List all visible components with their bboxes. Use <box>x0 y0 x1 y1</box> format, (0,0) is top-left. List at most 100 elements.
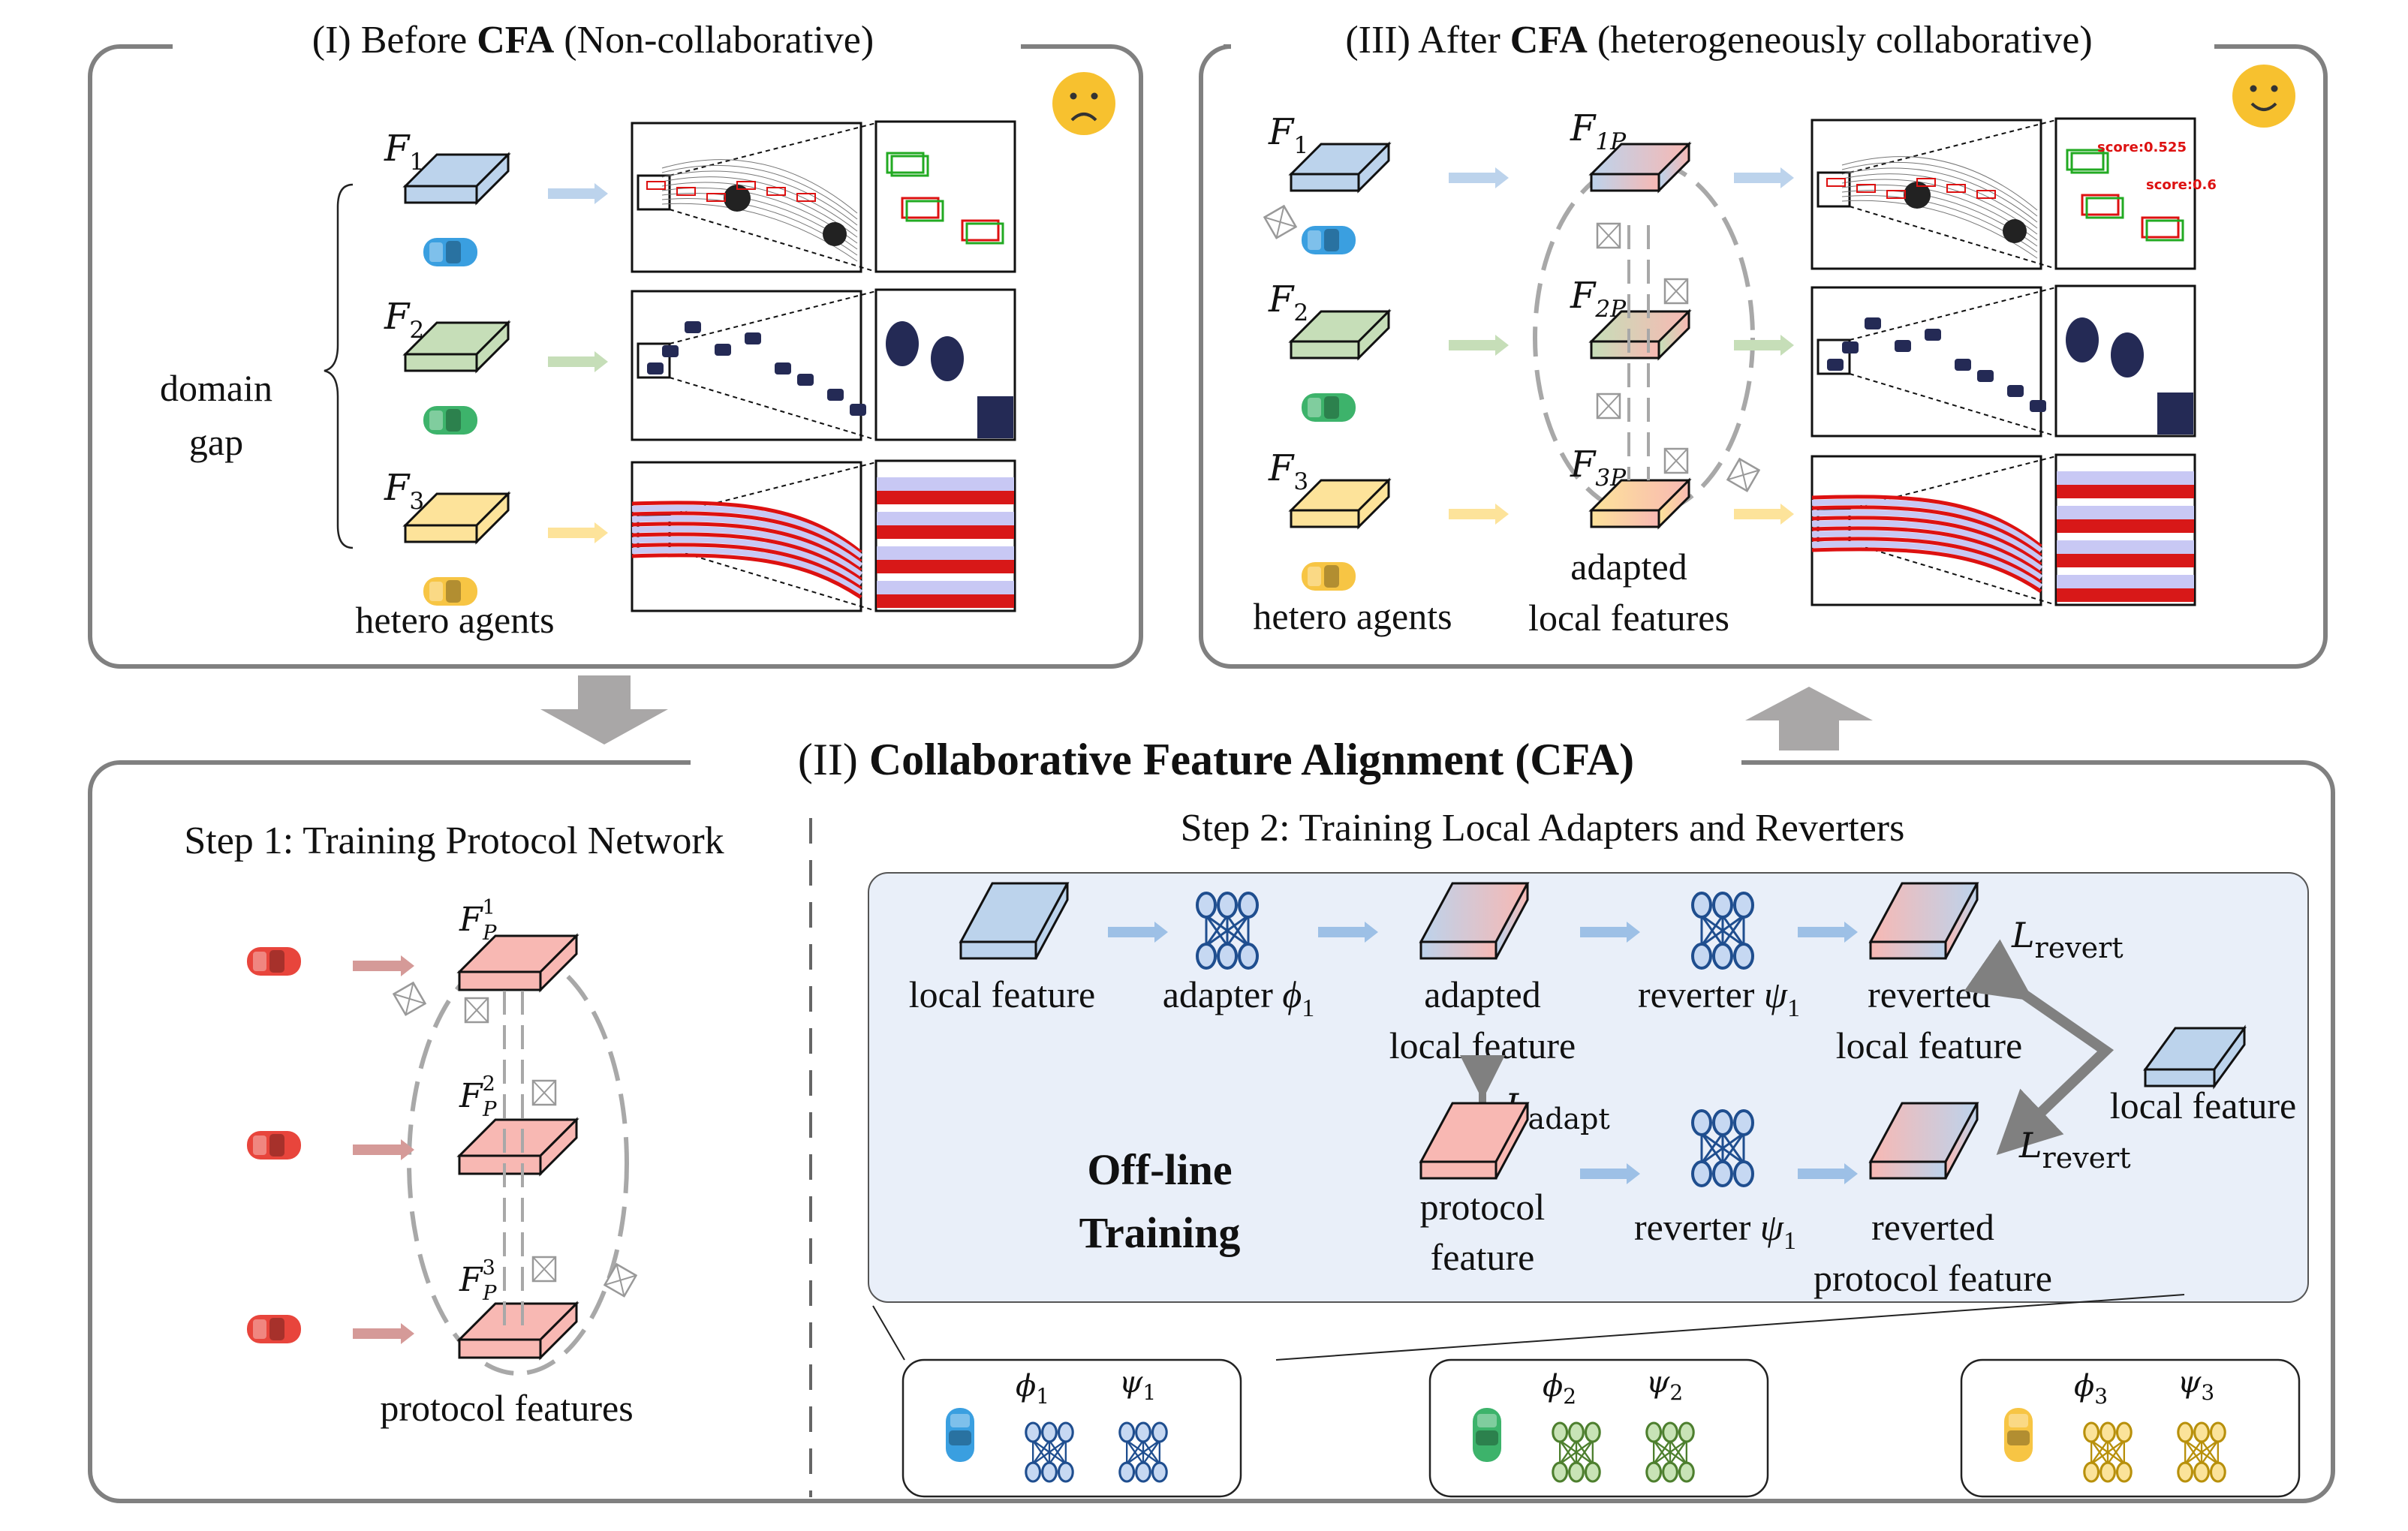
message-icon <box>1263 204 1298 239</box>
seg-blob <box>2030 400 2046 412</box>
seg-blob <box>850 404 866 416</box>
network-node <box>2193 1461 2210 1483</box>
zoom-box <box>637 342 671 379</box>
slab-front <box>404 353 478 372</box>
network-edge <box>1126 1439 1160 1465</box>
lane-line <box>1811 516 2042 567</box>
local-feature-1 <box>1288 141 1392 194</box>
point-cloud-ring <box>661 170 858 226</box>
protocol-agent-car-3 <box>247 1315 301 1343</box>
brace <box>324 183 354 549</box>
seg-blob <box>827 389 844 401</box>
network-edge <box>1206 914 1249 947</box>
other-vehicle <box>2003 219 2027 243</box>
network-edge <box>1559 1439 1594 1465</box>
car-windshield <box>1324 229 1339 251</box>
network-node <box>1151 1461 1168 1483</box>
network-edge <box>1032 1439 1050 1465</box>
network-node <box>1057 1421 1074 1443</box>
envelope-flap <box>1664 448 1688 474</box>
protocol-label-1: protocol <box>1420 1186 1546 1228</box>
gt-box <box>2145 219 2184 242</box>
network-node <box>2115 1421 2133 1443</box>
lane-line <box>631 511 862 563</box>
protocol-arrow-1 <box>353 955 414 976</box>
protocol-feature-2 <box>456 1117 579 1177</box>
message-icon <box>1596 393 1621 420</box>
sad-face-icon <box>1052 72 1115 135</box>
network-node <box>1691 1160 1712 1187</box>
car-rear <box>429 411 443 430</box>
adapter-network-icon <box>1196 892 1259 970</box>
lane-fill <box>631 525 863 578</box>
car-windshield <box>2007 1430 2030 1445</box>
reverter-network-icon-2 <box>1691 1109 1754 1187</box>
reverter-network-icon <box>1645 1421 1695 1483</box>
car-rear <box>2009 1414 2028 1427</box>
network-node <box>1118 1461 1136 1483</box>
step2-title: Step 2: Training Local Adapters and Reve… <box>1181 807 1905 850</box>
network-node <box>1733 1160 1754 1187</box>
protocol-label-2: feature <box>1431 1236 1535 1278</box>
network-node <box>1552 1421 1569 1443</box>
adapted-local-feature <box>1419 882 1530 960</box>
loss-revert-bottom: Lrevert <box>2018 1125 2131 1175</box>
network-edge <box>1669 1439 1687 1465</box>
network-node <box>1057 1461 1074 1483</box>
flow-arrow <box>1580 1163 1640 1184</box>
detection-box <box>1916 178 1936 187</box>
output-arrow-1 <box>1734 167 1794 188</box>
output-arrow-3 <box>1734 504 1794 525</box>
zoom-box <box>637 174 671 211</box>
lane-line <box>631 501 862 554</box>
network-edge <box>2107 1439 2125 1465</box>
slab-front <box>1590 340 1660 359</box>
network-node <box>1662 1421 1678 1443</box>
panel-before-cfa: (I) Before CFA (Non-collaborative) domai… <box>88 19 1143 669</box>
seg-blob <box>715 344 731 356</box>
domain-gap-label-2: gap <box>189 421 243 463</box>
offline-training-label-1: Off-line <box>1087 1145 1232 1194</box>
slab-front <box>1419 940 1497 960</box>
network-node <box>2115 1461 2133 1483</box>
network-node <box>1691 892 1712 919</box>
slab-front <box>1590 173 1660 192</box>
car-windshield <box>1476 1430 1498 1445</box>
network-node <box>1678 1421 1695 1443</box>
slab-front <box>458 1338 542 1359</box>
local-feature-label-2: F2 <box>1268 278 1308 326</box>
car-windshield <box>446 241 461 263</box>
lane-line <box>1811 505 2042 557</box>
agent-car-1 <box>1302 226 1356 254</box>
zoom-lane-line <box>877 491 1014 504</box>
point-cloud-ring <box>1841 167 2038 223</box>
ego-vehicle <box>724 185 751 212</box>
target-local-feature <box>2143 1024 2247 1090</box>
zoom-box <box>1817 338 1851 375</box>
zoom-detection-box <box>2141 216 2180 239</box>
network-node <box>1662 1461 1678 1483</box>
adapted-label-2: local feature <box>1389 1024 1576 1066</box>
network-edge <box>1142 1439 1160 1465</box>
car-rear <box>1308 230 1321 250</box>
network-edge <box>1576 1439 1594 1465</box>
lane-fill <box>1811 498 2043 554</box>
car-body <box>423 577 477 606</box>
network-node <box>1584 1461 1601 1483</box>
network-edge <box>1205 915 1229 946</box>
lane-line <box>631 543 862 591</box>
adapted-label-1: adapted <box>1424 973 1540 1015</box>
adapted-feature-label-3: F3P <box>1570 444 1627 492</box>
adapted-feature-1 <box>1588 141 1692 194</box>
step1-title: Step 1: Training Protocol Network <box>184 820 724 862</box>
agent-car-3 <box>1302 562 1356 591</box>
zoom-detection-box <box>2066 149 2105 171</box>
network-node <box>1712 1160 1733 1187</box>
seg-blob <box>1977 370 1994 382</box>
gt-box <box>905 200 944 222</box>
network-node <box>1238 943 1259 970</box>
